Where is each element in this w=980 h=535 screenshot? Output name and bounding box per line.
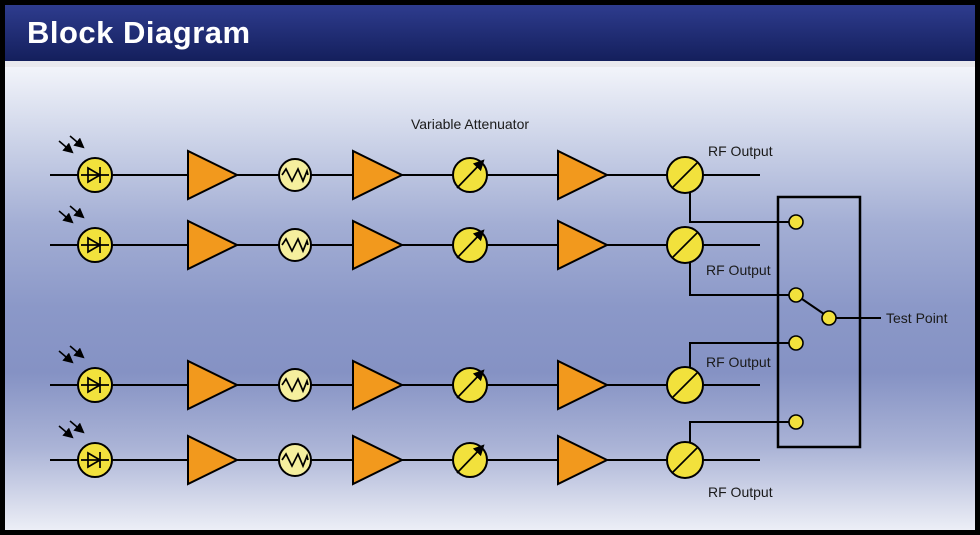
switch-contact-3 [788, 335, 804, 351]
switch-contact-2 [788, 287, 804, 303]
switch-output-contact [821, 310, 837, 326]
switch-box [776, 195, 862, 449]
label-rf-output-4: RF Output [708, 484, 773, 500]
signal-chain-3 [50, 346, 760, 409]
label-variable-attenuator: Variable Attenuator [411, 116, 529, 132]
label-rf-output-3: RF Output [706, 354, 771, 370]
title-separator [5, 61, 975, 67]
diagram-area: Variable Attenuator RF Output RF Output … [5, 67, 975, 530]
page-title: Block Diagram [27, 15, 251, 50]
block-diagram-canvas: Variable Attenuator RF Output RF Output … [5, 116, 948, 500]
switch-arm [801, 298, 825, 315]
signal-chain-2 [50, 206, 760, 269]
tap-line-4 [689, 421, 789, 442]
switch-contact-1 [788, 214, 804, 230]
signal-chain-1 [50, 136, 760, 199]
rf-switch [776, 195, 881, 449]
tap-line-3 [689, 342, 789, 367]
label-test-point: Test Point [886, 310, 948, 326]
label-rf-output-1: RF Output [708, 143, 773, 159]
tap-line-1 [689, 193, 789, 223]
switch-contact-4 [788, 414, 804, 430]
label-rf-output-2: RF Output [706, 262, 771, 278]
signal-chain-4 [50, 421, 760, 484]
title-bar: Block Diagram [5, 5, 975, 61]
switch-feed-lines [689, 193, 789, 442]
tap-line-2 [689, 263, 789, 296]
